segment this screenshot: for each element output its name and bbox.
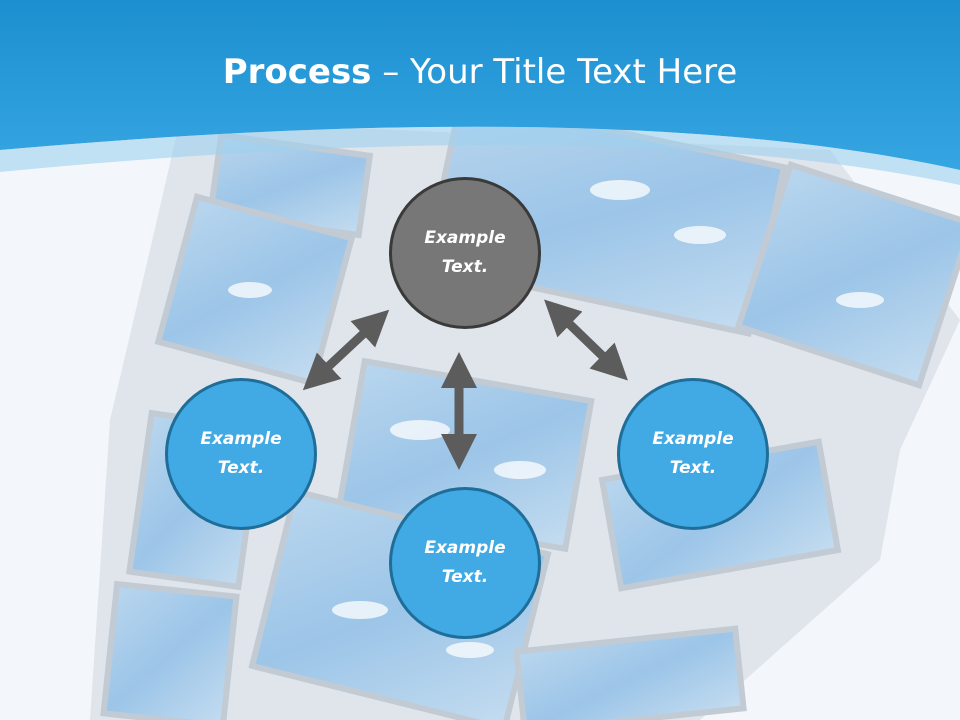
node-bottom-label: Example Text. xyxy=(424,538,506,587)
node-left: Example Text. xyxy=(165,378,317,530)
arrow-top-left xyxy=(302,309,390,391)
node-top-label: Example Text. xyxy=(424,228,506,277)
arrow-top-right xyxy=(544,299,628,381)
title-rest: – Your Title Text Here xyxy=(371,52,738,92)
node-left-label: Example Text. xyxy=(200,429,282,478)
slide-title: Process – Your Title Text Here xyxy=(0,52,960,92)
title-bold: Process xyxy=(222,52,372,92)
node-top: Example Text. xyxy=(389,177,541,329)
node-right-label: Example Text. xyxy=(652,429,734,478)
node-right: Example Text. xyxy=(617,378,769,530)
node-bottom: Example Text. xyxy=(389,487,541,639)
